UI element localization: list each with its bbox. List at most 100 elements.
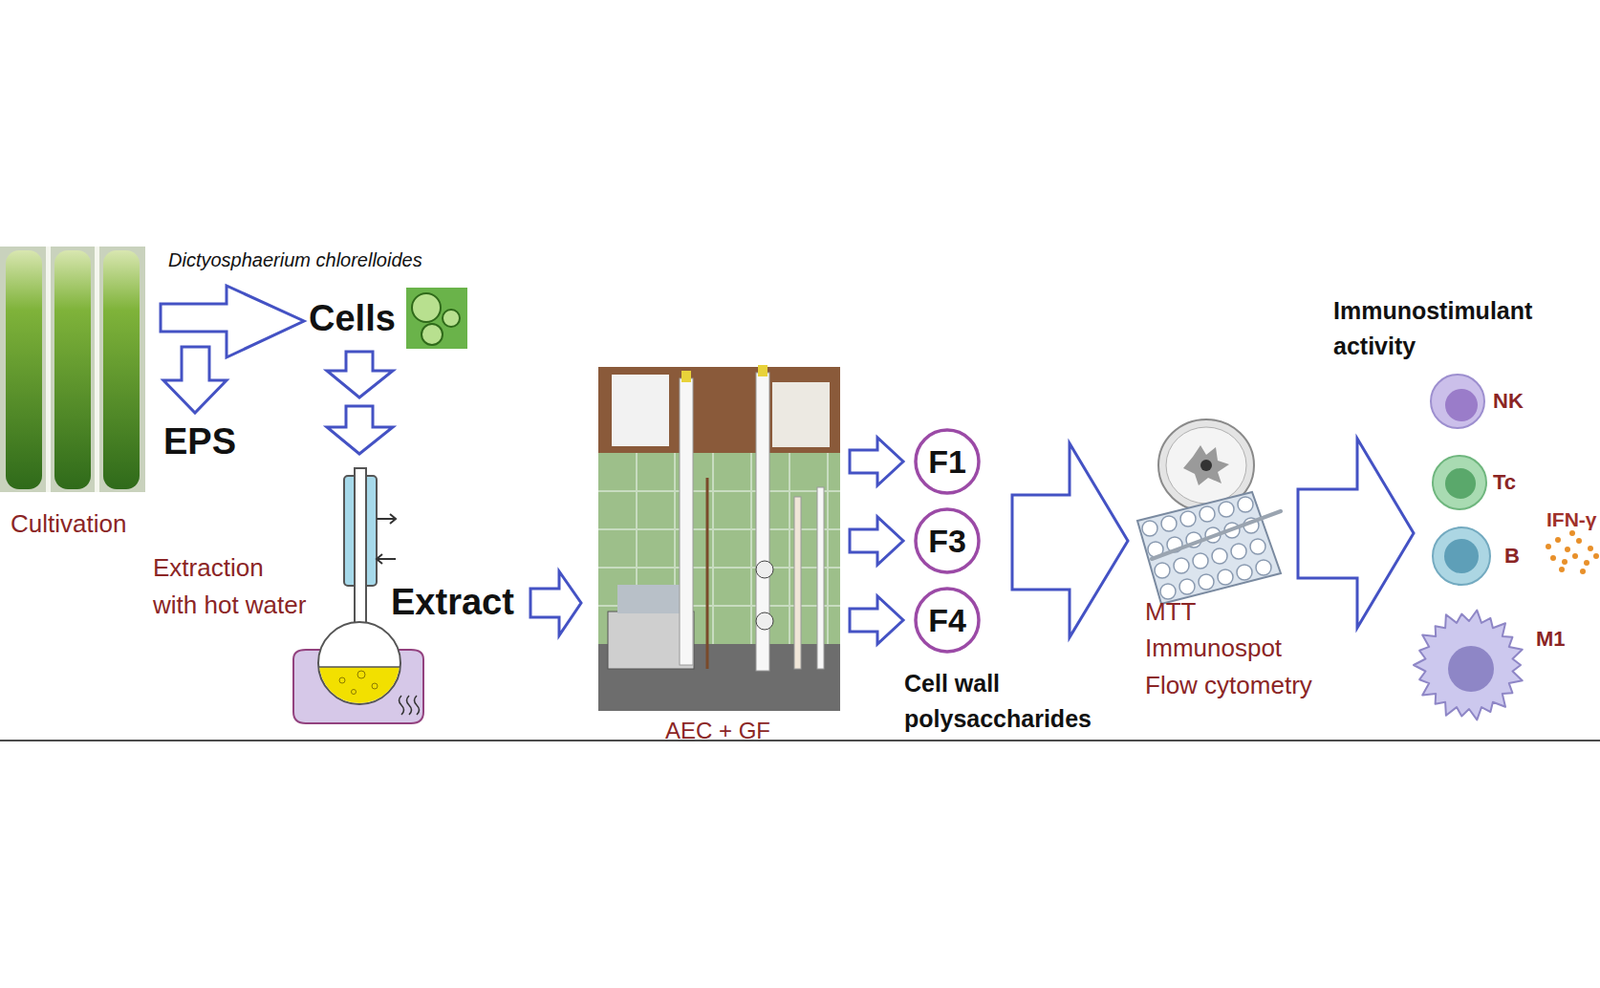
cytokine-dot <box>1593 553 1600 560</box>
culture-tube <box>54 250 91 490</box>
cytokine-dot <box>1583 560 1590 566</box>
cell-nucleus <box>1445 468 1476 499</box>
well <box>1236 564 1253 581</box>
immune-cell: M1 <box>1411 607 1527 723</box>
well <box>1237 497 1254 513</box>
bubble <box>339 677 346 684</box>
stand-rod <box>706 477 710 670</box>
cell-nucleus <box>1444 539 1479 574</box>
big-arrow <box>1297 438 1414 628</box>
lab-photo <box>598 367 841 712</box>
fraction-name: F1 <box>913 428 981 496</box>
well <box>1211 548 1228 564</box>
culture-tube <box>103 250 140 490</box>
well <box>1198 574 1214 590</box>
colony-center <box>1200 459 1212 472</box>
step-label: Extract <box>390 580 515 625</box>
cytokine-dot <box>1555 537 1561 543</box>
well <box>1250 539 1266 555</box>
light-stripe <box>94 246 100 493</box>
well <box>1160 583 1176 600</box>
cell-type-label: M1 <box>1535 627 1566 652</box>
lab-box <box>772 382 830 448</box>
light-stripe <box>45 246 51 493</box>
flow-arrow <box>163 346 227 413</box>
pressure-gauge <box>756 612 774 630</box>
cytokine-dot <box>1572 553 1579 560</box>
flow-arrow <box>849 517 904 565</box>
cytokine-dot <box>1579 568 1586 575</box>
big-arrow <box>1012 443 1128 638</box>
column-cap <box>681 370 692 383</box>
group-label: Immunostimulant activity <box>1333 293 1582 365</box>
well <box>1231 543 1247 560</box>
fraction-name: F3 <box>913 507 981 575</box>
assay-label: MTT <box>1145 597 1196 628</box>
well <box>1179 579 1195 595</box>
macrophage-body <box>1413 610 1523 721</box>
well <box>1255 560 1272 576</box>
column <box>817 487 824 670</box>
cell-type-label: Tc <box>1492 470 1516 496</box>
fraction-name: F4 <box>913 586 981 654</box>
method-label: Cultivation <box>10 509 127 540</box>
cytokine-dot <box>1550 555 1557 562</box>
well <box>1161 516 1177 532</box>
wells <box>1142 497 1272 600</box>
cytokine-dots <box>1545 530 1600 575</box>
bubble <box>371 683 378 690</box>
cell-icon-circle <box>421 324 443 346</box>
well <box>1217 569 1233 585</box>
well <box>1142 520 1158 537</box>
immune-cell: NK <box>1428 372 1487 431</box>
method-label: AEC + GF <box>665 716 771 745</box>
flow-arrows <box>160 285 1414 645</box>
cytokine-dot <box>1558 566 1565 573</box>
fraction-circle: F3 <box>913 507 981 575</box>
immune-cell: B <box>1430 525 1492 587</box>
flask-liquid <box>315 667 407 711</box>
group-label: Cell wall polysaccharides <box>904 666 1115 737</box>
well <box>1199 506 1215 522</box>
cell-membrane <box>1432 455 1487 510</box>
flow-arrow <box>326 406 393 455</box>
well <box>1173 558 1190 574</box>
culture-tube <box>5 250 43 490</box>
foil-rack <box>617 584 685 614</box>
cell-nucleus <box>1445 389 1478 422</box>
fraction-circle: F1 <box>913 428 981 496</box>
node-shape <box>1428 372 1487 431</box>
well-plate <box>1137 492 1281 605</box>
well <box>1192 553 1209 569</box>
cell-membrane <box>1430 374 1485 429</box>
liquid-surface <box>319 666 400 669</box>
cytokine-dot <box>1561 559 1568 565</box>
node-shape <box>1430 454 1489 512</box>
flow-arrow <box>849 437 904 486</box>
lab-box <box>611 374 670 447</box>
assay-label: Immunospot <box>1145 633 1282 664</box>
cells-icon <box>406 287 468 349</box>
well <box>1180 511 1196 527</box>
cell-type-label: B <box>1504 543 1520 569</box>
assay-label: Flow cytometry <box>1145 670 1313 701</box>
column-cap <box>757 365 768 377</box>
flow-arrow <box>326 351 393 398</box>
cytokine-label: IFN-γ <box>1546 507 1598 532</box>
cell-type-label: NK <box>1492 389 1524 414</box>
cytokine-dot <box>1576 538 1582 544</box>
cytokine-dot <box>1569 530 1576 537</box>
cytokine-dot <box>1587 545 1594 552</box>
divider-line <box>0 739 1600 742</box>
step-label: Cells <box>308 296 396 341</box>
photo-background <box>0 246 146 493</box>
lab-shelf <box>598 367 841 454</box>
node-shape <box>1430 525 1492 587</box>
water-flow-arrows <box>376 514 396 564</box>
cell-membrane <box>1432 527 1491 585</box>
bubble <box>351 690 357 695</box>
cell-colony <box>1183 445 1230 486</box>
node-shape <box>1411 607 1527 723</box>
bubble <box>357 670 366 679</box>
